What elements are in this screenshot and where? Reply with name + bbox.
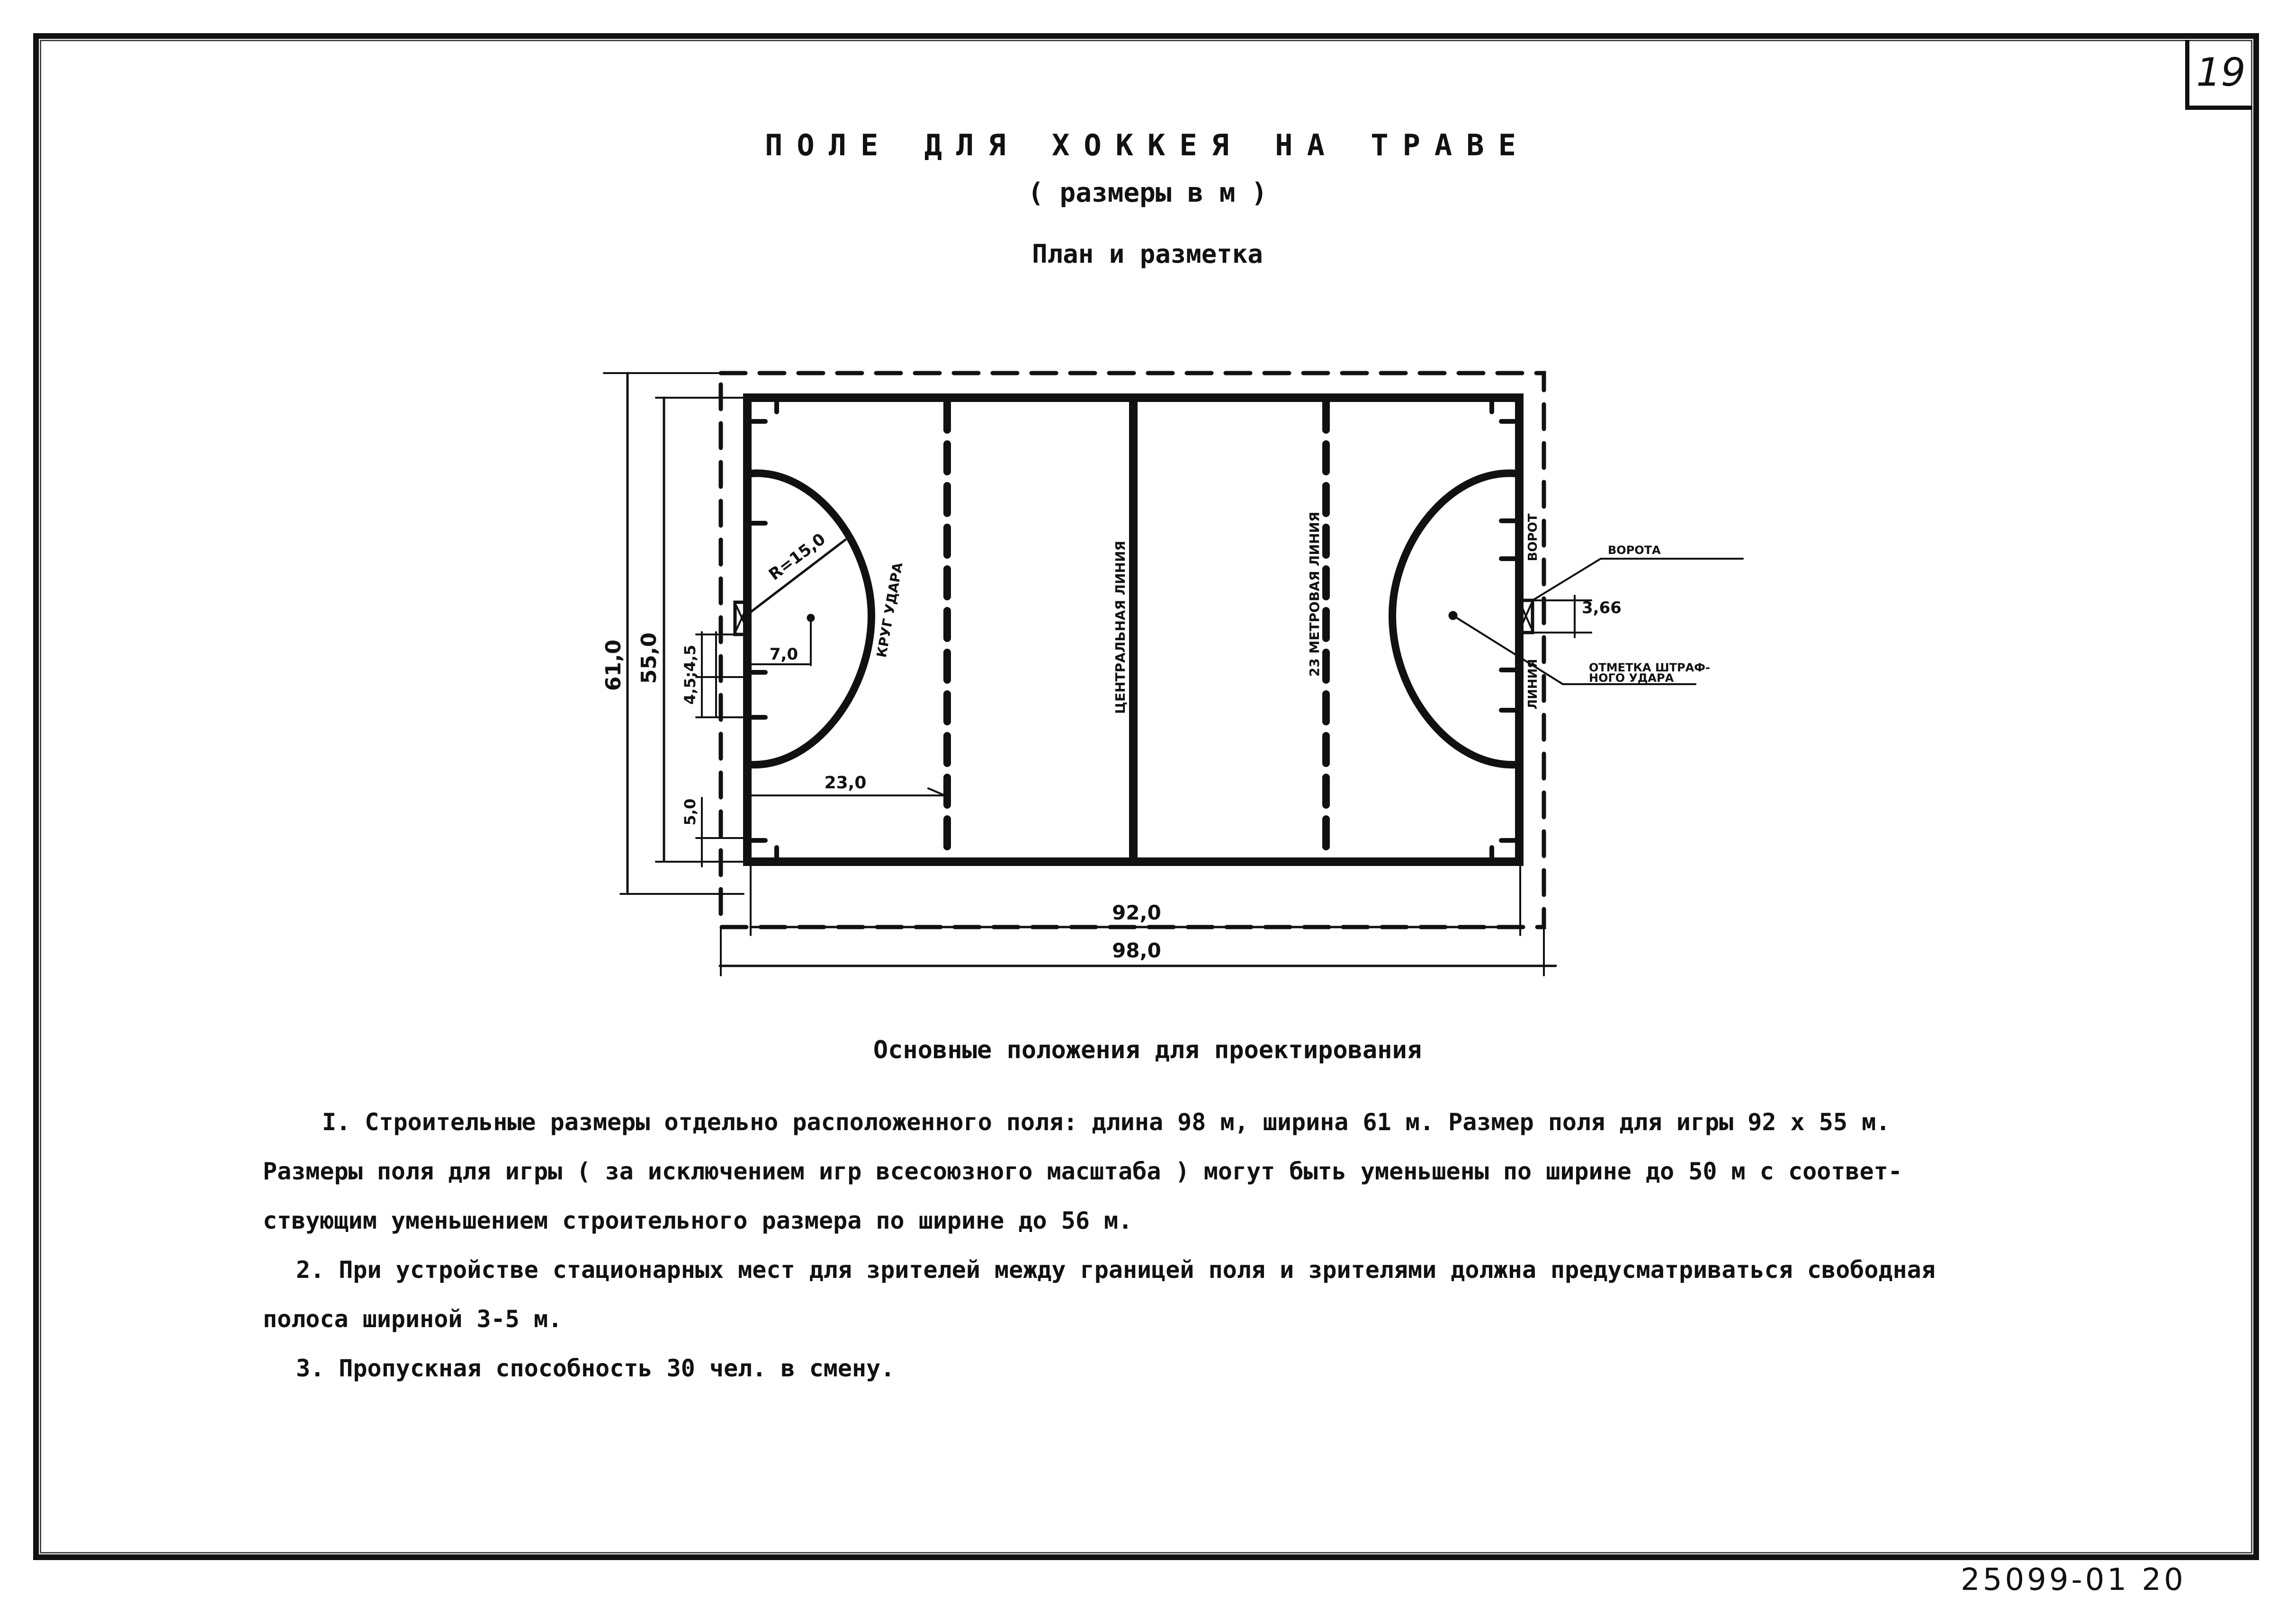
dim-label-5: 5,0 (681, 799, 699, 826)
sheet-frame-inner (40, 40, 2252, 1553)
sheet-frame (33, 33, 2259, 1560)
shooting-circle-right (1388, 469, 1519, 769)
note-2-line-1: 2. При устройстве стационарных мест для … (296, 1256, 1936, 1284)
shooting-circle-left (747, 469, 876, 769)
label-goal-line-b: ЛИНИЯ (1526, 659, 1540, 710)
page-number: 19 (2185, 40, 2252, 110)
radius-line (748, 538, 847, 615)
label-penalty-spot-1: ОТМЕТКА ШТРАФ- (1589, 661, 1710, 674)
drawing-subtitle: ( размеры в м ) (1028, 178, 1267, 208)
label-goal-line-a: ВОРОТ (1526, 513, 1540, 561)
dim-label-55: 55,0 (637, 633, 661, 684)
note-3: 3. Пропускная способность 30 чел. в смен… (296, 1355, 895, 1382)
dim-label-7: 7,0 (770, 645, 798, 664)
dim-label-goal-width: 3,66 (1582, 598, 1622, 617)
label-penalty-spot-2: НОГО УДАРА (1589, 671, 1674, 685)
plan-title: План и разметка (1032, 239, 1263, 269)
goal-right (1517, 598, 1534, 634)
note-1-line-2: Размеры поля для игры ( за исключением и… (263, 1158, 1902, 1185)
document-code: 25099-01 20 (1961, 1562, 2186, 1597)
dim-label-61: 61,0 (601, 640, 626, 691)
drawing-title: ПОЛЕ ДЛЯ ХОККЕЯ НА ТРАВЕ (765, 128, 1530, 162)
dim-label-hash: 4,5;4,5 (681, 645, 699, 705)
section-heading: Основные положения для проектирования (873, 1036, 1422, 1064)
note-2-line-2: полоса шириной 3-5 м. (263, 1305, 563, 1333)
design-notes: I. Строительные размеры отдельно располо… (263, 1098, 2015, 1393)
label-shooting-circle: КРУГ УДАРА (874, 561, 906, 659)
dim-label-92: 92,0 (1112, 901, 1161, 924)
label-23m-line: 23 МЕТРОВАЯ ЛИНИЯ (1307, 512, 1322, 677)
dim-label-23: 23,0 (825, 773, 867, 793)
label-center-line: ЦЕНТРАЛЬНАЯ ЛИНИЯ (1112, 541, 1128, 714)
dim-label-98: 98,0 (1112, 939, 1161, 962)
note-1-line-3: ствующим уменьшением строительного разме… (263, 1207, 1133, 1234)
label-goal: ВОРОТА (1608, 544, 1661, 557)
note-1-line-1: I. Строительные размеры отдельно располо… (322, 1108, 1891, 1136)
